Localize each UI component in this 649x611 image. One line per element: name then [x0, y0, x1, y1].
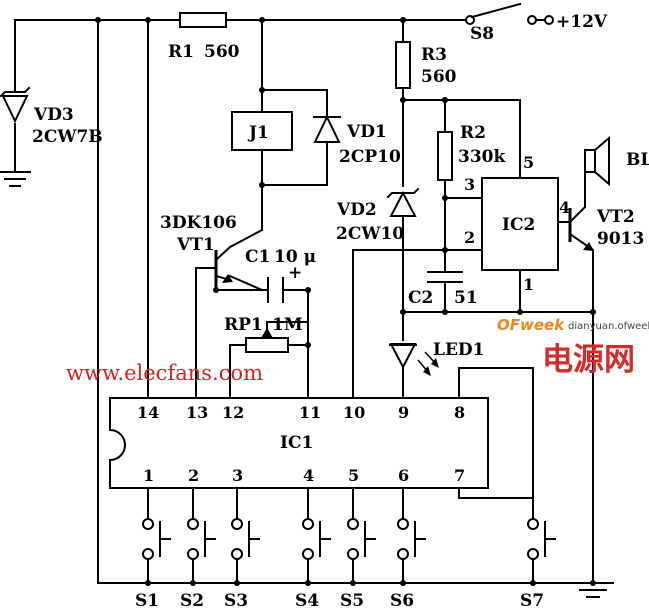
- ic1-pin-9: 9: [398, 403, 409, 422]
- vd3-zener-diode: [0, 86, 31, 124]
- c2-capacitor: [427, 271, 463, 283]
- watermark-logo: OFweek: [497, 316, 565, 334]
- r2-resistor: [437, 131, 453, 181]
- rp1-potentiometer: [245, 328, 289, 353]
- vd1-diode: [313, 114, 341, 143]
- r3-value: 560: [421, 67, 457, 87]
- ic1-pin-2: 2: [188, 466, 199, 485]
- ic2-chip: [481, 177, 559, 271]
- ic1-pin-8: 8: [454, 403, 465, 422]
- switch-label-s2: S2: [180, 591, 204, 611]
- ic1-pin-13: 13: [186, 403, 208, 422]
- vd3-ref: VD3: [33, 105, 74, 125]
- watermark-site: www.elecfans.com: [66, 361, 263, 385]
- switch-label-s6: S6: [390, 591, 414, 611]
- ic2-pin-2: 2: [464, 228, 475, 247]
- ground-symbol-left: [0, 171, 31, 187]
- r1-ref: R1: [168, 42, 194, 62]
- rp1-ref: RP1: [224, 315, 263, 335]
- switch-s7: [527, 518, 556, 560]
- c1-polarity: +: [288, 263, 302, 283]
- c1-ref: C1: [245, 247, 270, 267]
- ic2-pin-5: 5: [523, 153, 534, 172]
- switch-label-s1: S1: [135, 591, 159, 611]
- vd2-zener-diode: [386, 187, 420, 217]
- bl-ref: BL: [626, 150, 649, 170]
- switch-label-s5: S5: [340, 591, 364, 611]
- ic1-pin-12: 12: [222, 403, 244, 422]
- r3-resistor: [395, 41, 411, 89]
- r2-ref: R2: [460, 123, 486, 143]
- vd2-ref: VD2: [336, 200, 377, 220]
- vt2-transistor: [568, 208, 594, 251]
- ic1-pin-5: 5: [348, 466, 359, 485]
- vt1-transistor: [214, 245, 233, 288]
- r3-ref: R3: [421, 45, 447, 65]
- led1-diode: [389, 343, 439, 376]
- vt1-part: 3DK106: [160, 213, 237, 233]
- vt2-ref: VT2: [596, 207, 635, 227]
- switch-label-s3: S3: [224, 591, 248, 611]
- switch-s6: [397, 518, 426, 560]
- labels: R1 560 S8 +12V VD3 2CW7B R3 560 J1 VD1 2…: [32, 12, 649, 611]
- led1-ref: LED1: [433, 340, 484, 360]
- vd1-ref: VD1: [346, 122, 387, 142]
- ic2-pin-3: 3: [464, 175, 475, 194]
- ic1-ref: IC1: [280, 433, 313, 453]
- watermarks: www.elecfans.com OFweek dianyuan.ofweek …: [66, 316, 649, 385]
- s8-label: S8: [470, 24, 494, 44]
- push-buttons: [142, 518, 556, 560]
- r2-value: 330k: [458, 147, 506, 167]
- ic2-pin-4: 4: [559, 198, 570, 217]
- vd2-part: 2CW10: [336, 224, 404, 244]
- ic1-pin-1: 1: [143, 466, 154, 485]
- c1-value: 10 μ: [274, 247, 316, 267]
- ic2-pin-1: 1: [523, 275, 534, 294]
- watermark-logo-sub: dianyuan.ofweek: [568, 321, 649, 332]
- ic1-pin-10: 10: [343, 403, 365, 422]
- junction-dots: [95, 17, 596, 586]
- ic1-pin-7: 7: [454, 466, 465, 485]
- ic1-pin-14: 14: [137, 403, 159, 422]
- switch-label-s4: S4: [295, 591, 319, 611]
- ic1-chip: [109, 397, 489, 489]
- c2-value: 51: [454, 288, 478, 308]
- switch-label-s7: S7: [520, 591, 544, 611]
- r1-value: 560: [204, 42, 240, 62]
- ic1-pin-3: 3: [232, 466, 243, 485]
- vd1-part: 2CP10: [339, 147, 401, 167]
- relay-ref: J1: [247, 123, 269, 143]
- watermark-cn: 电源网: [542, 342, 635, 378]
- r1-resistor: [179, 12, 227, 28]
- switch-s2: [187, 518, 216, 560]
- switch-s1: [142, 518, 171, 560]
- vt1-ref: VT1: [176, 235, 215, 255]
- vt2-part: 9013: [597, 229, 644, 249]
- ic1-pin-11: 11: [299, 403, 321, 422]
- ic1-pin-4: 4: [303, 466, 314, 485]
- j1-relay: [231, 111, 293, 151]
- s8-switch: [465, 2, 554, 25]
- c2-ref: C2: [408, 288, 433, 308]
- switch-s5: [347, 518, 376, 560]
- c1-capacitor: [267, 277, 284, 303]
- bl-speaker: [584, 135, 610, 187]
- ic1-pin-6: 6: [398, 466, 409, 485]
- ic2-ref: IC2: [502, 215, 535, 235]
- switch-s3: [231, 518, 260, 560]
- switch-s4: [302, 518, 331, 560]
- wires: [14, 19, 595, 584]
- supply-voltage: +12V: [556, 12, 608, 32]
- rp1-value: 1M: [272, 315, 303, 335]
- vd3-part: 2CW7B: [32, 127, 103, 147]
